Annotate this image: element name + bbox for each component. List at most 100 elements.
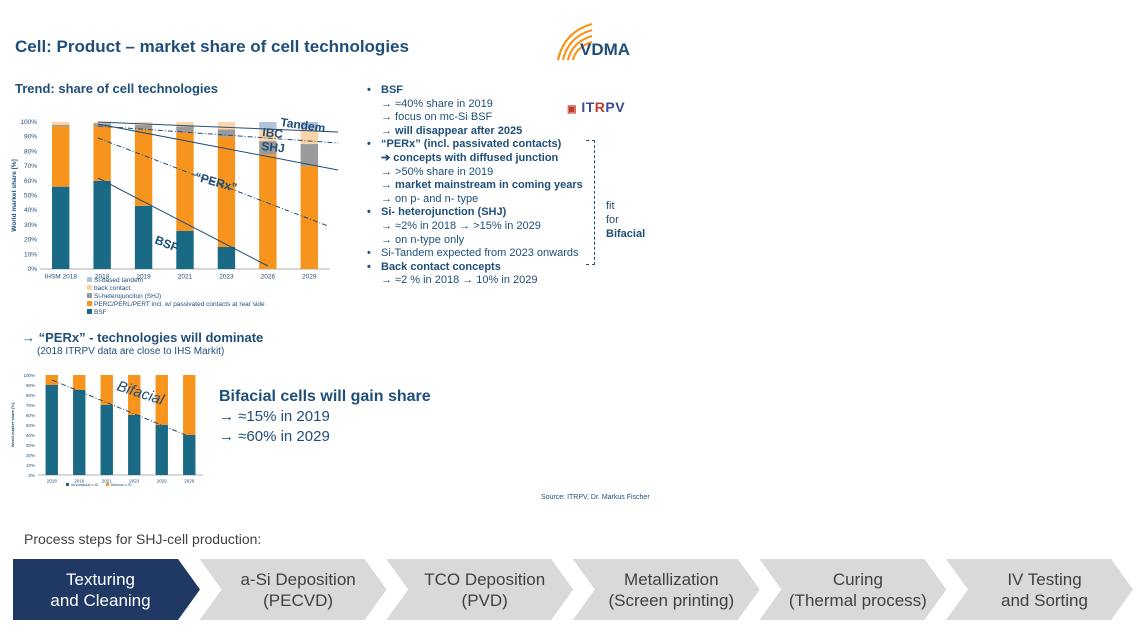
- bullet-text: → ≈40% share in 2019: [381, 97, 493, 110]
- process-step-label: Curing (Thermal process): [788, 569, 927, 610]
- bar-segment: [52, 126, 70, 187]
- trend-annotation: BSF: [153, 233, 180, 255]
- bullet-item: → will disappear after 2025: [367, 125, 607, 139]
- legend-label: bifacial c-Si: [111, 482, 132, 487]
- source-note: Source: ITRPV, Dr. Markus Fischer: [541, 494, 650, 501]
- bullet-text: Si- heterojunction (SHJ): [381, 206, 507, 219]
- y-tick-label: 30%: [26, 443, 35, 448]
- trend-subtitle: Trend: share of cell technologies: [15, 81, 218, 96]
- y-tick-label: 60%: [26, 413, 35, 418]
- trend-annotation: Tandem: [280, 115, 327, 135]
- perx-headline: → “PERx” - technologies will dominate: [22, 330, 264, 345]
- legend-label: Si-heterojunciton (SHJ): [94, 293, 161, 300]
- page-title: Cell: Product – market share of cell tec…: [15, 37, 409, 56]
- trend-annotation: IBC: [262, 125, 284, 141]
- y-tick-label: 100%: [23, 373, 35, 378]
- bifacial-trend-line: [51, 379, 189, 437]
- itrpv-2019-label: ITRPV 2019: [65, 411, 69, 430]
- legend-label: PERC/PERL/PERT incl. w/ passivated conta…: [94, 301, 265, 308]
- technology-bullet-list: •BSF→ ≈40% share in 2019→ focus on mc-Si…: [367, 84, 607, 288]
- y-axis-label: World market share [%]: [11, 159, 18, 231]
- bar-segment: [134, 124, 153, 130]
- bullet-text: BSF: [381, 84, 403, 96]
- process-step-chevron: [199, 559, 387, 620]
- trend-annotation: SHJ: [261, 139, 286, 155]
- perx-subnote: (2018 ITRPV data are close to IHS Markit…: [37, 346, 225, 357]
- bifacial-2019-line: → ≈15% in 2019: [219, 408, 330, 425]
- bar-segment: [155, 425, 168, 475]
- y-tick-label: 90%: [26, 383, 35, 388]
- legend-swatch: [87, 301, 92, 306]
- y-tick-label: 20%: [26, 453, 35, 458]
- process-step-label: a-Si Deposition (PECVD): [240, 569, 356, 610]
- y-tick-label: 80%: [26, 393, 35, 398]
- bullet-text: → on n-type only: [381, 233, 465, 246]
- bar-segment: [93, 180, 111, 269]
- itrpv-2019-label: ITRPV 2019: [288, 186, 294, 216]
- bullet-item: → market mainstream in coming years: [367, 179, 607, 193]
- x-tick-label: 2018: [47, 479, 58, 484]
- bar-segment: [73, 375, 86, 390]
- bar-segment: [52, 124, 70, 127]
- bar-segment: [259, 122, 277, 130]
- bar-segment: [155, 375, 168, 425]
- y-tick-label: 30%: [24, 222, 37, 229]
- y-tick-label: 100%: [20, 119, 37, 126]
- bullet-text: → ≈2 % in 2018 → 10% in 2029: [381, 274, 538, 287]
- itrpv-logo: ▣ ITRPV: [567, 99, 626, 115]
- bar-segment: [52, 186, 70, 269]
- vdma-logo: VDMA: [556, 22, 630, 61]
- x-tick-label: IHSM 2018: [44, 274, 77, 281]
- legend-swatch: [66, 483, 69, 486]
- y-tick-label: 90%: [24, 134, 37, 141]
- bar-segment: [73, 390, 86, 475]
- cell-technology-share-chart: 0%10%20%30%40%50%60%70%80%90%100%World m…: [11, 115, 339, 316]
- process-step-chevron: [386, 559, 574, 620]
- bar-segment: [217, 129, 236, 137]
- y-tick-label: 50%: [24, 193, 37, 200]
- legend-swatch: [106, 483, 109, 486]
- uk-flag-icon: ▣: [567, 104, 577, 115]
- bar-segment: [128, 375, 141, 415]
- bar-segment: [183, 435, 196, 475]
- y-tick-label: 10%: [24, 251, 37, 258]
- x-tick-label: 2021: [178, 274, 193, 281]
- fit-for-bifacial-note: fit for Bifacial: [606, 200, 646, 240]
- vdma-logo-text: VDMA: [580, 40, 630, 59]
- process-chevrons: [13, 559, 1133, 620]
- legend-swatch: [87, 277, 92, 282]
- process-steps-label: Process steps for SHJ-cell production:: [24, 531, 262, 547]
- bar-segment: [52, 122, 70, 125]
- bullet-text: → on p- and n- type: [381, 192, 479, 205]
- y-tick-label: 10%: [26, 463, 35, 468]
- bullet-item: •Back contact concepts: [367, 261, 607, 275]
- bar-segment: [128, 415, 141, 475]
- bullet-dot: •: [367, 247, 371, 260]
- legend-label: Si-based tandem: [94, 277, 143, 284]
- bullet-text: → market mainstream in coming years: [381, 179, 583, 192]
- bar-segment: [183, 375, 196, 435]
- y-tick-label: 0%: [28, 473, 35, 478]
- shj-trend-line: [97, 123, 339, 171]
- process-step-label: IV Testing and Sorting: [1001, 569, 1088, 610]
- bifacial-headline: Bifacial cells will gain share: [219, 388, 431, 405]
- bullet-text: → will disappear after 2025: [381, 124, 523, 137]
- y-tick-label: 70%: [24, 163, 37, 170]
- bullet-dot: •: [367, 206, 371, 219]
- legend-swatch: [87, 293, 92, 298]
- process-step-label: Texturing and Cleaning: [50, 569, 151, 610]
- bullet-item: • Si- heterojunction (SHJ): [367, 206, 607, 220]
- bar-segment: [100, 405, 113, 475]
- x-tick-label: 2029: [302, 274, 317, 281]
- process-step-chevron: [572, 559, 760, 620]
- x-tick-label: 2023: [129, 479, 140, 484]
- process-steps-flow: Texturing and Cleaning a-Si Deposition (P…: [13, 559, 1133, 620]
- bullet-item: → >50% share in 2019: [367, 166, 607, 180]
- ihs-market-data-label: IHS Market data: [77, 179, 83, 220]
- bar-segment: [176, 122, 194, 127]
- process-step-label: Metallization (Screen printing): [608, 569, 735, 610]
- bar-segment: [134, 205, 153, 269]
- bar-segment: [300, 144, 318, 167]
- bullet-item: ➔ concepts with diffused junction: [367, 152, 607, 166]
- bar-segment: [176, 126, 194, 133]
